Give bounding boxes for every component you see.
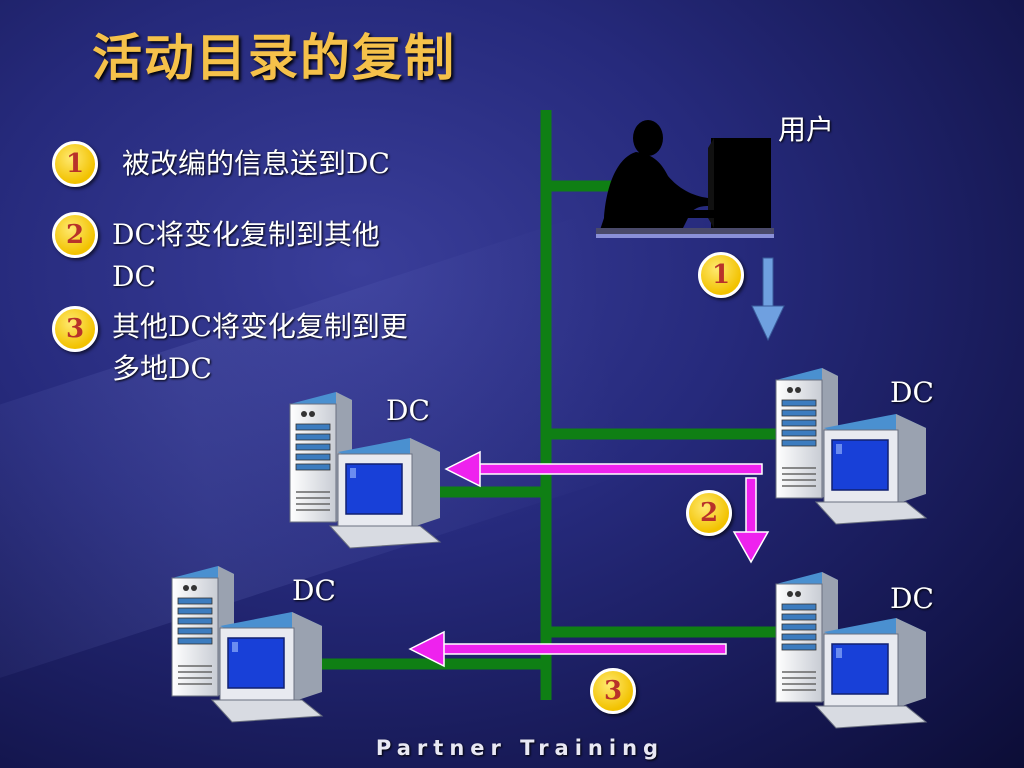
replication-arrow-left-1 [444, 450, 763, 488]
diagram-step-2-badge: 2 [686, 490, 732, 536]
diagram-step-3-badge: 3 [590, 668, 636, 714]
step-1-badge: 1 [52, 141, 98, 187]
step-2-line2: DC [112, 260, 156, 293]
replication-arrow-down [732, 477, 770, 564]
slide-title: 活动目录的复制 [92, 29, 456, 87]
step-2-badge: 2 [52, 212, 98, 258]
user-to-dc-arrow [751, 257, 785, 342]
step-2-line1: DC将变化复制到其他 [112, 218, 380, 251]
user-label: 用户 [778, 113, 835, 146]
dc-right-2-label: DC [890, 582, 934, 615]
replication-arrow-left-2 [408, 630, 727, 668]
dc-left-2-label: DC [292, 574, 336, 607]
footer-brand: Partner Training [375, 736, 665, 760]
dc-right-1-label: DC [890, 376, 934, 409]
network-lines [308, 110, 800, 700]
dc-left-1-label: DC [386, 394, 430, 427]
step-2-text: DC将变化复制到其他 DC [112, 214, 380, 298]
step-1-line1: 被改编的信息送到DC [122, 147, 390, 180]
user-icon [596, 120, 774, 238]
diagram-step-1-badge: 1 [698, 252, 744, 298]
step-3-line1: 其他DC将变化复制到更 [112, 310, 408, 343]
step-3-text: 其他DC将变化复制到更 多地DC [112, 306, 408, 390]
step-3-badge: 3 [52, 306, 98, 352]
step-1-text: 被改编的信息送到DC [122, 143, 390, 185]
step-3-line2: 多地DC [112, 352, 212, 385]
